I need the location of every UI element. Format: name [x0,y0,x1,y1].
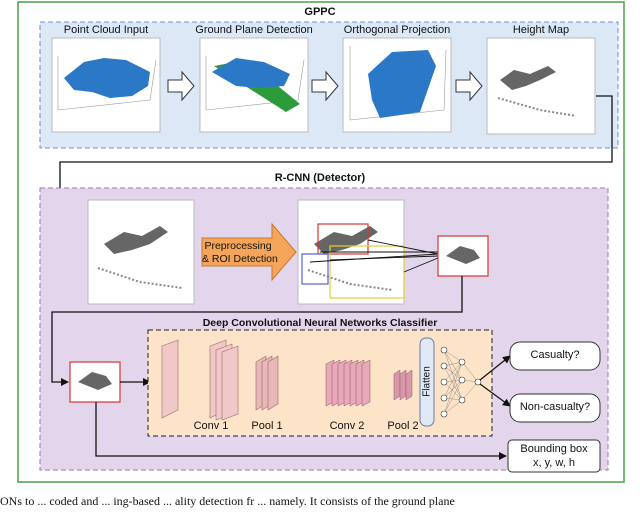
bounding-box-box [507,439,601,473]
rcnn-title: R-CNN (Detector) [274,172,366,184]
roi-lines [309,239,439,273]
gppc-arrow-3 [455,70,483,102]
layer-label-conv2: Conv 2 [329,420,365,432]
fc-layers [440,346,482,418]
conv2-block [325,359,371,407]
gppc-arrow-2 [311,70,339,102]
arrow-to-non-casualty [479,383,511,407]
non-casualty-box [509,393,601,423]
dcnn-panel [147,329,493,437]
stage-label-ground-plane: Ground Plane Detection [195,24,313,36]
layer-label-pool1: Pool 1 [251,420,283,432]
preprocessing-arrow [201,222,297,282]
preprocess-label-2: & ROI Detection [202,253,278,265]
stage-label-height-map: Height Map [512,24,570,36]
stage-label-point-cloud: Point Cloud Input [63,24,149,36]
roi-box-red [317,223,369,255]
rcnn-input-image [87,199,195,305]
casualty-box [509,341,601,371]
caption-fragment: ONs to ... coded and ... ing-based ... a… [0,494,455,508]
stage-label-orthogonal: Orthogonal Projection [343,24,451,36]
bounding-box-label-2: x, y, w, h [533,457,575,469]
layer-label-pool2: Pool 2 [387,420,419,432]
pool2-block [393,369,413,401]
gppc-title: GPPC [304,6,336,18]
point-cloud-image [51,37,161,133]
flatten-label: Flatten [421,366,433,397]
flatten-bar [419,337,435,427]
classifier-input-image [69,361,121,403]
conv1-block [161,339,239,421]
orthogonal-projection-image [342,37,452,133]
casualty-label: Casualty? [530,349,580,361]
arrow-to-casualty [479,355,511,381]
preprocess-label-1: Preprocessing [204,240,272,252]
dcnn-title: Deep Convolutional Neural Networks Class… [202,317,438,329]
connector-crop-to-classifier [51,276,463,386]
pool1-block [255,355,279,411]
bounding-box-label-1: Bounding box [520,443,588,455]
ground-plane-image [199,37,309,133]
outer-frame [17,1,625,483]
layer-label-conv1: Conv 1 [193,420,229,432]
roi-crop-image [437,235,489,277]
arrow-to-bounding-box [95,402,507,460]
roi-box-blue [301,253,329,285]
height-map-image [486,37,596,135]
gppc-arrow-1 [167,70,195,102]
non-casualty-label: Non-casualty? [519,401,591,413]
